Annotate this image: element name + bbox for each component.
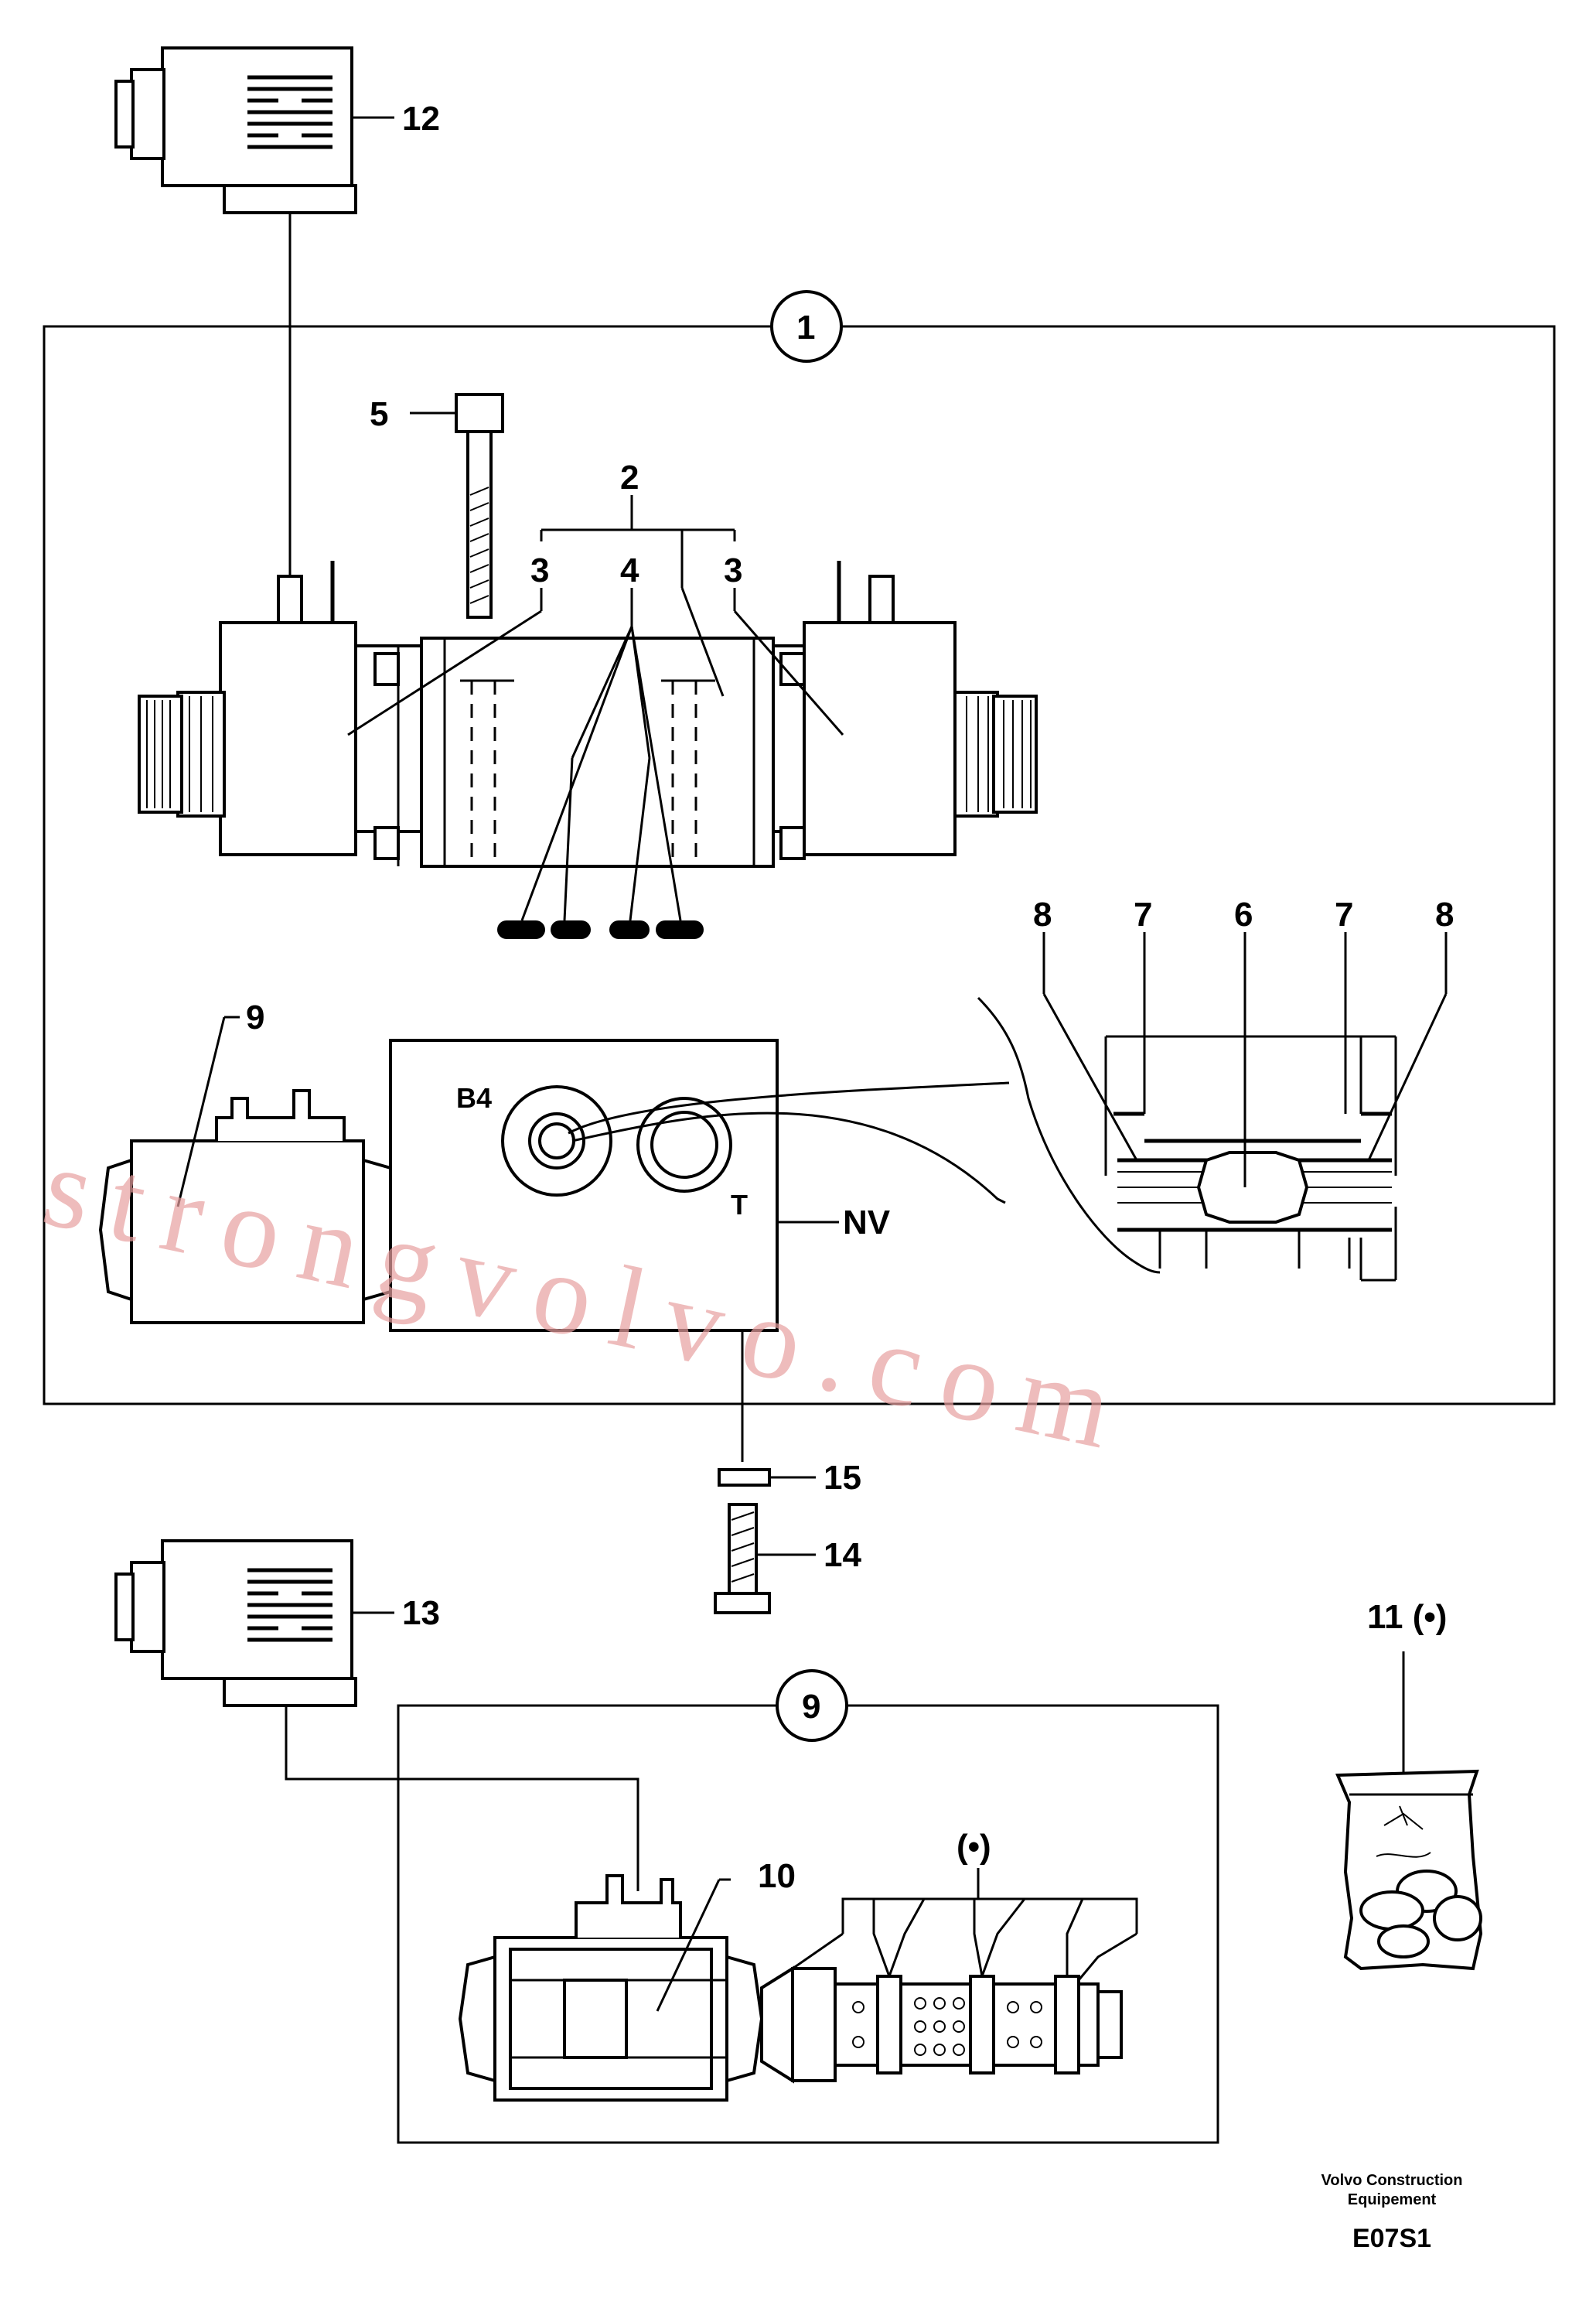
label-seal-kit: (•) [957, 1828, 991, 1866]
label-7-right: 7 [1335, 896, 1353, 934]
valve-nv [389, 1039, 839, 1462]
label-7-left: 7 [1134, 896, 1152, 934]
solenoid-10 [458, 1874, 764, 2102]
label-9-sub: 9 [802, 1688, 820, 1726]
assembly-1-badge [770, 290, 843, 363]
bolt-5 [410, 393, 504, 619]
detail-view [977, 932, 1448, 1282]
label-15: 15 [824, 1459, 861, 1497]
label-6: 6 [1234, 896, 1253, 934]
label-14: 14 [824, 1536, 861, 1574]
footer-line1: Volvo Construction [1321, 2172, 1463, 2189]
label-12: 12 [402, 100, 440, 138]
valve-body [138, 561, 1038, 868]
label-8-right: 8 [1435, 896, 1454, 934]
label-4: 4 [620, 551, 639, 589]
label-10: 10 [758, 1857, 796, 1895]
bolt-14 [714, 1503, 816, 1614]
label-8-left: 8 [1033, 896, 1052, 934]
label-3-left: 3 [530, 551, 549, 589]
label-5: 5 [370, 395, 388, 433]
label-3-right: 3 [724, 551, 742, 589]
label-1: 1 [796, 309, 815, 347]
drawing-code: E07S1 [1352, 2224, 1431, 2253]
port-b4-label: B4 [456, 1082, 492, 1114]
port-t-label: T [731, 1189, 748, 1221]
label-9: 9 [246, 999, 264, 1036]
connector-13 [114, 1539, 394, 1707]
label-13: 13 [402, 1594, 440, 1632]
connector-13-leader [285, 1706, 639, 1891]
o-rings [497, 920, 704, 939]
label-11: 11 (•) [1367, 1598, 1447, 1636]
washer-15 [718, 1468, 816, 1487]
footer-line2: Equipement [1348, 2191, 1437, 2208]
cartridge-9 [98, 1016, 397, 1324]
cartridge-sleeve [760, 1868, 1138, 2084]
label-2: 2 [620, 459, 639, 497]
label-nv: NV [843, 1204, 891, 1241]
connector-12 [114, 46, 394, 214]
seal-kit-bag-11 [1335, 1651, 1483, 1971]
assembly-9-badge [776, 1669, 848, 1742]
